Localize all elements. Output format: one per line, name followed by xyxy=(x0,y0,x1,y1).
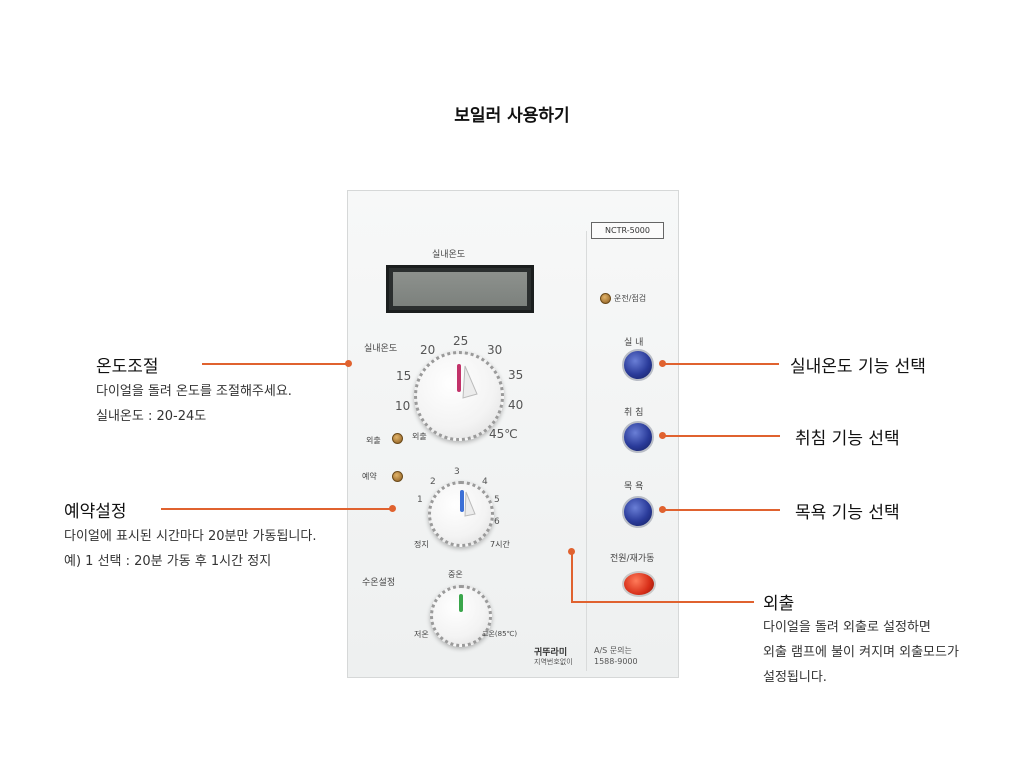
away-desc-3: 설정됩니다. xyxy=(763,670,827,685)
temp-scale-20: 20 xyxy=(420,343,436,357)
reserve-lamp-label: 예약 xyxy=(362,472,377,481)
water-temp-label: 수온설정 xyxy=(362,578,396,588)
away-lamp xyxy=(392,433,403,444)
room-mode-button[interactable] xyxy=(622,349,654,381)
reserve-scale-4: 4 xyxy=(482,477,488,487)
as-inquiry-label: A/S 문의는 xyxy=(594,646,632,655)
reservation-title: 예약설정 xyxy=(64,502,127,522)
reserve-scale-5: 5 xyxy=(494,495,500,505)
boiler-controller-panel: NCTR-5000 실내온도 운전/점검 실내온도 20 25 30 15 35… xyxy=(347,190,679,678)
sleep-function-line xyxy=(662,435,780,437)
temp-control-desc-2: 실내온도 : 20-24도 xyxy=(96,409,207,424)
power-restart-button[interactable] xyxy=(622,571,656,597)
reservation-desc-1: 다이얼에 표시된 시간마다 20분만 가동됩니다. xyxy=(64,529,317,544)
power-button-label: 전원/재가동 xyxy=(610,554,655,564)
away-lamp-label: 외출 xyxy=(366,436,381,445)
reserve-scale-2: 2 xyxy=(430,477,436,487)
sleep-button-label: 취 침 xyxy=(624,408,644,418)
temp-scale-45: 45℃ xyxy=(489,427,518,441)
temp-scale-15: 15 xyxy=(396,369,412,383)
temp-scale-35: 35 xyxy=(508,368,524,382)
temp-dial-away-label: 외출 xyxy=(412,432,427,441)
bath-button-label: 목 욕 xyxy=(624,482,644,492)
temp-scale-40: 40 xyxy=(508,398,524,412)
water-temperature-dial[interactable] xyxy=(430,585,492,647)
reserve-scale-1: 1 xyxy=(417,495,423,505)
room-function-line xyxy=(662,363,779,365)
reservation-line xyxy=(161,508,393,510)
sleep-mode-button[interactable] xyxy=(622,421,654,453)
bath-function-line xyxy=(662,509,780,511)
water-low-label: 저온 xyxy=(414,630,429,639)
reserve-stop-label: 정지 xyxy=(414,540,429,549)
reserve-scale-6: 6 xyxy=(494,517,500,527)
as-phone-number: 1588-9000 xyxy=(594,657,638,666)
temp-control-line xyxy=(202,363,348,365)
bath-function-title: 목욕 기능 선택 xyxy=(795,503,900,523)
away-line-horizontal xyxy=(571,601,754,603)
away-desc-2: 외출 램프에 불이 켜지며 외출모드가 xyxy=(763,645,959,660)
temperature-dial[interactable] xyxy=(414,351,504,441)
brand-sub: 지역번호없이 xyxy=(534,658,573,666)
room-button-label: 실 내 xyxy=(624,338,644,348)
operation-lamp xyxy=(600,293,611,304)
operation-lamp-label: 운전/점검 xyxy=(614,294,647,303)
temp-control-desc-1: 다이얼을 돌려 온도를 조절해주세요. xyxy=(96,384,292,399)
water-medium-label: 중온 xyxy=(448,570,463,579)
bath-mode-button[interactable] xyxy=(622,496,654,528)
reservation-dial[interactable] xyxy=(428,481,494,547)
model-badge: NCTR-5000 xyxy=(591,222,664,239)
reservation-desc-2: 예) 1 선택 : 20분 가동 후 1시간 정지 xyxy=(64,554,272,569)
away-line-vertical xyxy=(571,551,573,603)
room-temp-display-label: 실내온도 xyxy=(432,250,466,260)
brand-name: 귀뚜라미 xyxy=(534,648,568,658)
away-title: 외출 xyxy=(763,594,795,614)
temp-scale-25: 25 xyxy=(453,334,469,348)
temperature-lcd-display xyxy=(386,265,534,313)
room-function-title: 실내온도 기능 선택 xyxy=(790,357,926,377)
water-high-label: 고온(85℃) xyxy=(482,630,518,638)
temp-scale-30: 30 xyxy=(487,343,503,357)
reserve-lamp xyxy=(392,471,403,482)
reservation-dot xyxy=(389,505,396,512)
sleep-function-title: 취침 기능 선택 xyxy=(795,429,900,449)
away-desc-1: 다이얼을 돌려 외출로 설정하면 xyxy=(763,620,931,635)
temp-scale-10: 10 xyxy=(395,399,411,413)
panel-divider xyxy=(586,231,587,671)
reserve-scale-3: 3 xyxy=(454,467,460,477)
temp-control-dot xyxy=(345,360,352,367)
temp-dial-label: 실내온도 xyxy=(364,344,398,354)
page-title: 보일러 사용하기 xyxy=(454,106,570,126)
temp-control-title: 온도조절 xyxy=(96,357,159,377)
reserve-7hours-label: 7시간 xyxy=(490,540,510,549)
